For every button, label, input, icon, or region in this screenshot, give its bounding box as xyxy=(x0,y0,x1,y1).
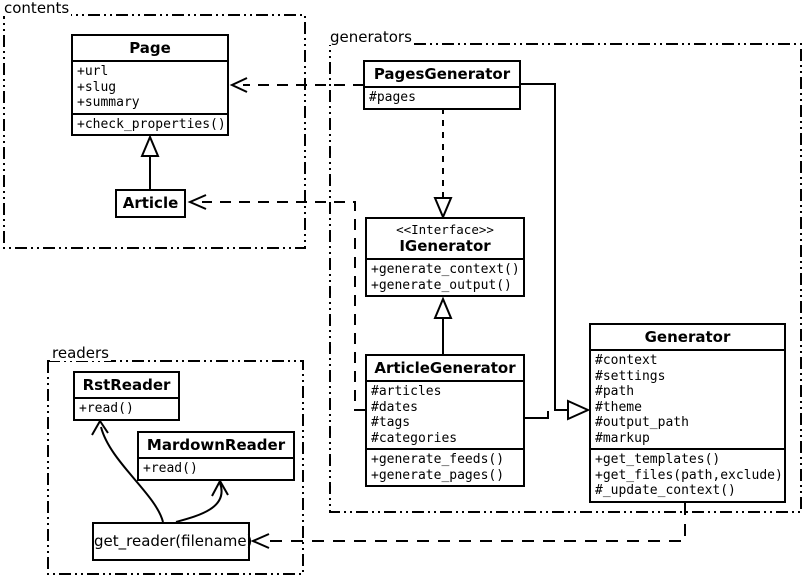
arrow-getreader-to-rstreader xyxy=(91,419,164,523)
attribute: #dates xyxy=(371,399,418,415)
class-igenerator-methods: +generate_context() +generate_output() xyxy=(367,260,523,295)
arrow-getreader-to-mardownreader xyxy=(175,478,229,523)
method: +read() xyxy=(79,401,134,416)
method: +get_templates() xyxy=(595,452,721,467)
attribute: #tags xyxy=(371,415,411,430)
class-articlegenerator-title: ArticleGenerator xyxy=(367,356,523,382)
method: +generate_pages() xyxy=(371,467,505,483)
method: +get_files(path,exclude) xyxy=(595,467,783,483)
class-rstreader-methods: +read() xyxy=(75,399,178,419)
class-generator: Generator #context #settings #path #them… xyxy=(589,323,786,503)
class-igenerator-title: <<Interface>> IGenerator xyxy=(367,219,523,260)
package-border-contents xyxy=(3,14,306,249)
attribute: #articles xyxy=(371,384,442,399)
generalization-article-to-page xyxy=(140,134,160,189)
class-igenerator: <<Interface>> IGenerator +generate_conte… xyxy=(365,217,525,297)
dependency-generator-to-getreader xyxy=(250,503,686,549)
class-mardownreader-title: MardownReader xyxy=(139,433,293,459)
class-articlegenerator-attributes: #articles #dates #tags #categories xyxy=(367,382,523,448)
class-page: Page +url +slug +summary +check_properti… xyxy=(71,34,229,136)
generalization-articlegenerator-to-igenerator xyxy=(433,296,453,354)
attribute: #categories xyxy=(371,430,458,446)
class-igenerator-stereotype: <<Interface>> xyxy=(396,222,494,237)
class-page-methods: +check_properties() xyxy=(73,112,227,135)
class-mardownreader: MardownReader +read() xyxy=(137,431,295,481)
class-articlegenerator-methods: +generate_feeds() +generate_pages() xyxy=(367,448,523,485)
class-generator-methods: +get_templates() +get_files(path,exclude… xyxy=(591,448,784,501)
package-border-generators xyxy=(329,43,802,513)
class-mardownreader-methods: +read() xyxy=(139,459,293,479)
package-label-generators: generators xyxy=(328,28,414,46)
class-articlegenerator: ArticleGenerator #articles #dates #tags … xyxy=(365,354,525,487)
method: +generate_output() xyxy=(371,277,512,293)
method: +generate_context() xyxy=(371,262,520,277)
attribute: #context xyxy=(595,353,658,368)
class-page-attributes: +url +slug +summary xyxy=(73,62,227,113)
attribute: #theme xyxy=(595,399,642,415)
realization-pagesgenerator-to-igenerator xyxy=(433,108,453,220)
class-article: Article xyxy=(115,189,186,218)
class-generator-attributes: #context #settings #path #theme #output_… xyxy=(591,351,784,448)
class-rstreader-title: RstReader xyxy=(75,373,178,399)
package-label-contents: contents xyxy=(2,0,72,17)
attribute: #pages xyxy=(369,90,416,105)
attribute: #settings xyxy=(595,368,666,384)
function-get-reader: get_reader(filename) xyxy=(92,522,253,561)
class-rstreader: RstReader +read() xyxy=(73,371,180,421)
class-pagesgenerator-title: PagesGenerator xyxy=(365,62,519,88)
method: +generate_feeds() xyxy=(371,452,505,467)
dependency-articlegenerator-to-article xyxy=(187,194,365,411)
package-label-readers: readers xyxy=(50,344,111,362)
method: #_update_context() xyxy=(595,483,736,498)
attribute: #markup xyxy=(595,430,650,446)
class-pagesgenerator: PagesGenerator #pages xyxy=(363,60,521,110)
attribute: +summary xyxy=(77,95,140,110)
class-generator-title: Generator xyxy=(591,325,784,351)
attribute: #output_path xyxy=(595,415,689,430)
function-get-reader-label: get_reader(filename) xyxy=(94,532,253,550)
method: +read() xyxy=(143,461,198,476)
attribute: +slug xyxy=(77,79,117,95)
method: +check_properties() xyxy=(77,116,226,132)
class-article-title: Article xyxy=(122,194,179,212)
attribute: +url xyxy=(77,64,109,79)
generalization-generators-to-generator xyxy=(521,83,591,421)
class-igenerator-name: IGenerator xyxy=(399,237,491,255)
class-pagesgenerator-attributes: #pages xyxy=(365,88,519,108)
class-page-title: Page xyxy=(73,36,227,62)
attribute: #path xyxy=(595,384,635,399)
package-border-readers xyxy=(47,360,304,575)
dependency-pagesgenerator-to-page xyxy=(229,77,364,93)
